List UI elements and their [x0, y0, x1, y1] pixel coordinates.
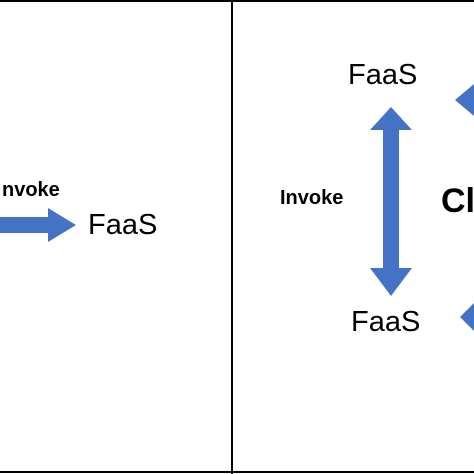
panel-divider	[231, 0, 233, 474]
bottom-border	[0, 471, 474, 473]
top-border	[0, 0, 474, 2]
right-vertical-double-arrow	[370, 107, 412, 296]
right-top-partial-arrowhead	[455, 84, 474, 116]
left-faas-label: FaaS	[88, 209, 158, 241]
right-bottom-partial-arrowhead	[460, 303, 474, 331]
left-invoke-arrow	[0, 208, 76, 242]
left-invoke-label: nvoke	[2, 179, 60, 201]
right-invoke-label: Invoke	[280, 187, 344, 209]
right-faas-top-label: FaaS	[348, 59, 418, 91]
right-faas-bottom-label: FaaS	[351, 306, 421, 338]
right-center-partial-label: Cl	[441, 182, 474, 220]
